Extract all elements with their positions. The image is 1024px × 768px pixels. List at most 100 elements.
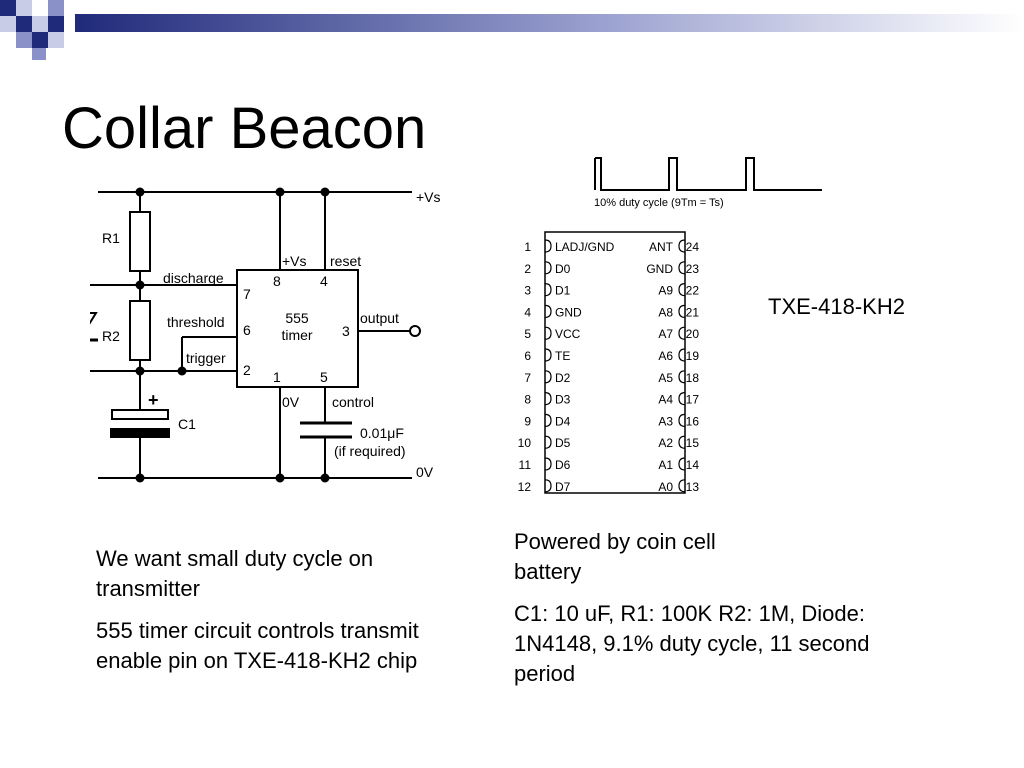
waveform-trace — [595, 157, 822, 191]
chip-pin-notch — [678, 435, 686, 449]
chip-right-pin-name: A5 — [658, 371, 673, 385]
chip-body — [544, 231, 686, 494]
chip-left-pin-number: 1 — [524, 240, 531, 254]
chip-left-pin-name: D6 — [555, 458, 571, 472]
chip-name-label: TXE-418-KH2 — [768, 294, 905, 319]
pin-reset-label: reset — [330, 253, 361, 269]
left-point-1: We want small duty cycle on transmitter — [96, 546, 374, 601]
chip-pin-notch — [678, 479, 686, 493]
junction-dots — [135, 187, 330, 483]
bottom-rail-label: 0V — [416, 464, 434, 480]
header-decoration — [0, 0, 1024, 60]
chip-right-pin-number: 19 — [686, 349, 700, 363]
chip-left-pin-name: TE — [555, 349, 570, 363]
chip-left-pin-name: GND — [555, 305, 582, 319]
chip-right-pin-name: A1 — [658, 458, 673, 472]
timer-circuit-diagram: +Vs 0V R1 R2 C1 + discharge threshold tr… — [90, 187, 441, 483]
waveform-caption: 10% duty cycle (9Tm = Ts) — [594, 197, 724, 209]
chip-left-pin-name: D4 — [555, 414, 571, 428]
trigger-label: trigger — [186, 350, 226, 366]
timer-name-line2: timer — [281, 327, 312, 343]
timer-ic-box — [236, 269, 359, 388]
chip-left-pin-name: VCC — [555, 327, 581, 341]
c1-plus-label: + — [148, 390, 159, 410]
chip-left-pin-name: D3 — [555, 393, 571, 407]
chip-right-pin-number: 21 — [686, 305, 700, 319]
chip-right-pin-number: 24 — [686, 240, 700, 254]
chip-right-pin-name: A8 — [658, 305, 673, 319]
chip-right-pin-number: 14 — [686, 458, 700, 472]
chip-left-pin-name: D2 — [555, 371, 571, 385]
pin-vs-label: +Vs — [282, 253, 307, 269]
pin6-number: 6 — [243, 322, 251, 338]
chip-left-pin-number: 10 — [518, 436, 532, 450]
chip-left-pin-number: 9 — [524, 414, 531, 428]
top-rail-label: +Vs — [416, 189, 441, 205]
chip-pin-notch — [678, 261, 686, 275]
threshold-label: threshold — [167, 314, 225, 330]
left-point-2: 555 timer circuit controls transmit enab… — [96, 618, 419, 673]
right-point-2: C1: 10 uF, R1: 100K R2: 1M, Diode: 1N414… — [514, 601, 870, 686]
chip-right-pin-name: GND — [646, 262, 673, 276]
chip-pin-notch — [678, 304, 686, 318]
chip-left-pin-number: 11 — [519, 458, 532, 472]
chip-right-pin-name: A0 — [658, 480, 673, 494]
r1-label: R1 — [102, 230, 120, 246]
r2-resistor — [129, 300, 151, 361]
left-text-block: We want small duty cycle on transmitter … — [96, 544, 426, 688]
diode-symbol — [90, 312, 98, 342]
pin-control-label: control — [332, 394, 374, 410]
chip-pin-notch — [678, 370, 686, 384]
chip-pin-notch — [544, 392, 552, 406]
pin8-number: 8 — [273, 273, 281, 289]
chip-pin-notch — [544, 304, 552, 318]
slide-title: Collar Beacon — [62, 96, 427, 161]
pin2-number: 2 — [243, 362, 251, 378]
chip-pin-notch — [544, 348, 552, 362]
chip-right-pin-number: 20 — [686, 327, 700, 341]
chip-right-pin-number: 22 — [686, 284, 700, 298]
chip-right-pin-name: A7 — [658, 327, 673, 341]
chip-right-pin-name: A2 — [658, 436, 673, 450]
chip-left-pin-name: D1 — [555, 284, 571, 298]
discharge-label: discharge — [163, 270, 224, 286]
right-text-block: Powered by coin cell battery C1: 10 uF, … — [514, 527, 894, 701]
chip-pin-notch — [544, 239, 552, 253]
chip-left-pin-name: D0 — [555, 262, 571, 276]
chip-pin-notch — [544, 261, 552, 275]
pin5-number: 5 — [320, 369, 328, 385]
chip-left-pin-number: 4 — [524, 305, 531, 319]
chip-pin-notch — [678, 392, 686, 406]
right-point-1: Powered by coin cell battery — [514, 529, 716, 584]
chip-left-pin-number: 7 — [524, 371, 531, 385]
pin7-number: 7 — [243, 286, 251, 302]
c1-label: C1 — [178, 416, 196, 432]
chip-left-pin-number: 5 — [524, 327, 531, 341]
chip-pin-notch — [544, 479, 552, 493]
chip-pin-notch — [678, 348, 686, 362]
chip-pin-notch — [678, 239, 686, 253]
chip-pin-notch — [678, 413, 686, 427]
pin-output-label: output — [360, 310, 399, 326]
chip-right-pin-name: A6 — [658, 349, 673, 363]
chip-right-pin-number: 16 — [686, 414, 700, 428]
chip-pin-notch — [544, 413, 552, 427]
chip-pin-notch — [544, 370, 552, 384]
cap-note-label: (if required) — [334, 443, 406, 459]
chip-right-pin-number: 23 — [686, 262, 700, 276]
pin1-number: 1 — [273, 369, 281, 385]
chip-left-pin-number: 2 — [524, 262, 531, 276]
chip-left-pin-name: D5 — [555, 436, 571, 450]
c1-capacitor-plate — [110, 428, 170, 438]
r2-label: R2 — [102, 328, 120, 344]
chip-pin-notch — [544, 326, 552, 340]
chip-left-pin-number: 12 — [518, 480, 532, 494]
chip-right-pin-number: 18 — [686, 371, 700, 385]
pin4-number: 4 — [320, 273, 328, 289]
chip-left-pin-number: 3 — [524, 284, 531, 298]
cap-value-label: 0.01μF — [360, 425, 404, 441]
output-terminal — [409, 325, 421, 337]
chip-right-pin-name: A4 — [658, 393, 673, 407]
